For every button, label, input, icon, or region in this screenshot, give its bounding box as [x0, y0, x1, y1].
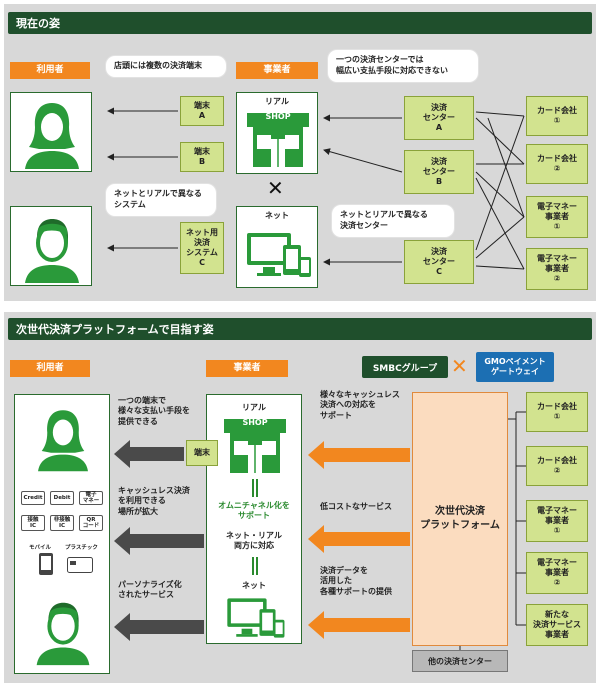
card-qr: QR コード	[79, 515, 103, 531]
msg-one-terminal: 一つの端末で 様々な支払い手段を 提供できる	[118, 396, 190, 426]
center-c: 決済 センター C	[404, 240, 474, 284]
omni-channel-text: オムニチャネル化を サポート	[218, 501, 290, 521]
future-terminal: 端末	[186, 440, 218, 466]
terminal-b: 端末 B	[180, 142, 224, 172]
card-contactless-ic: 非接触 IC	[50, 515, 74, 531]
net-line-1	[252, 557, 254, 575]
smbc-badge: SMBCグループ	[362, 356, 448, 378]
net-label: ネット	[265, 211, 289, 220]
card-contact-ic: 接触 IC	[21, 515, 45, 531]
bubble-different-centers: ネットとリアルで異なる 決済センター	[332, 205, 454, 237]
net-system-c: ネット用 決済 システム C	[180, 222, 224, 274]
omni-line-1	[252, 479, 254, 497]
mobile-phone-icon	[39, 553, 53, 575]
shop-icon	[247, 113, 309, 167]
offer-data-support: 決済データを 活用した 各種サポートの提供	[320, 566, 392, 596]
net-line-2	[256, 557, 258, 575]
plastic-label: プラスチック	[65, 545, 98, 551]
shop-sign: SHOP	[265, 112, 291, 121]
mobile-label: モバイル	[29, 545, 52, 551]
provider-emoney-1: 電子マネー 事業者 ①	[526, 196, 588, 238]
current-net-shop-box: ネット	[236, 206, 318, 288]
card-credit: Credit	[21, 491, 45, 505]
card-debit: Debit	[50, 491, 74, 505]
future-provider-card-2: カード会社 ②	[526, 446, 588, 486]
future-section-title: 次世代決済プラットフォームで目指す姿	[8, 318, 592, 340]
other-center-box: 他の決済センター	[412, 650, 508, 672]
terminal-a: 端末 A	[180, 96, 224, 126]
current-user-box-2	[10, 206, 92, 286]
msg-expanded-places: キャッシュレス決済 を利用できる 場所が拡大	[118, 486, 190, 516]
current-user-box-1	[10, 92, 92, 172]
current-section-title: 現在の姿	[8, 12, 592, 34]
future-provider-emoney-2: 電子マネー 事業者 ②	[526, 552, 588, 594]
platform-label: 次世代決済 プラットフォーム	[420, 506, 500, 531]
current-user-label: 利用者	[10, 62, 90, 79]
future-user-box: Credit Debit 電子 マネー 接触 IC 非接触 IC QR コード …	[14, 394, 110, 674]
user-male-icon	[36, 602, 90, 666]
collab-cross-icon: ✕	[451, 354, 468, 378]
current-real-shop-box: リアル SHOP	[236, 92, 318, 174]
net-real-text: ネット・リアル 両方に対応	[226, 531, 282, 551]
provider-card-1: カード会社 ①	[526, 96, 588, 136]
current-merchant-label: 事業者	[236, 62, 318, 79]
future-shop-sign: SHOP	[242, 418, 268, 427]
gmo-badge: GMOペイメント ゲートウェイ	[476, 352, 554, 382]
future-provider-emoney-1: 電子マネー 事業者 ①	[526, 500, 588, 542]
cross-icon: ✕	[267, 176, 284, 200]
offer-low-cost: 低コストなサービス	[320, 502, 392, 511]
future-user-label: 利用者	[10, 360, 90, 377]
msg-personalized: パーソナライズ化 されたサービス	[118, 580, 182, 600]
real-label: リアル	[265, 97, 289, 106]
provider-card-2: カード会社 ②	[526, 144, 588, 184]
devices-icon	[227, 598, 285, 638]
future-merchant-box: リアル SHOP オムニチャネル化を サポート ネット・リアル 両方に対応 ネッ…	[206, 394, 302, 644]
bubble-single-center: 一つの決済センターでは 幅広い支払手段に対応できない	[328, 50, 478, 82]
future-merchant-label: 事業者	[206, 360, 288, 377]
center-a: 決済 センター A	[404, 96, 474, 140]
future-net-label: ネット	[242, 581, 266, 590]
future-real-label: リアル	[242, 403, 266, 412]
omni-line-2	[256, 479, 258, 497]
devices-icon	[247, 233, 311, 277]
future-provider-new: 新たな 決済サービス 事業者	[526, 604, 588, 646]
future-provider-card-1: カード会社 ①	[526, 392, 588, 432]
shop-icon	[224, 419, 286, 473]
user-female-icon	[38, 410, 88, 472]
user-male-icon	[25, 219, 79, 283]
user-female-icon	[25, 103, 79, 169]
bubble-multiple-terminals: 店頭には複数の決済端末	[106, 56, 226, 77]
plastic-card-icon	[67, 557, 93, 573]
card-emoney: 電子 マネー	[79, 491, 103, 505]
provider-emoney-2: 電子マネー 事業者 ②	[526, 248, 588, 290]
platform-box: 次世代決済 プラットフォーム	[412, 392, 508, 646]
bubble-different-systems: ネットとリアルで異なる システム	[106, 184, 216, 216]
center-b: 決済 センター B	[404, 150, 474, 194]
offer-cashless-support: 様々なキャッシュレス 決済への対応を サポート	[320, 390, 400, 420]
